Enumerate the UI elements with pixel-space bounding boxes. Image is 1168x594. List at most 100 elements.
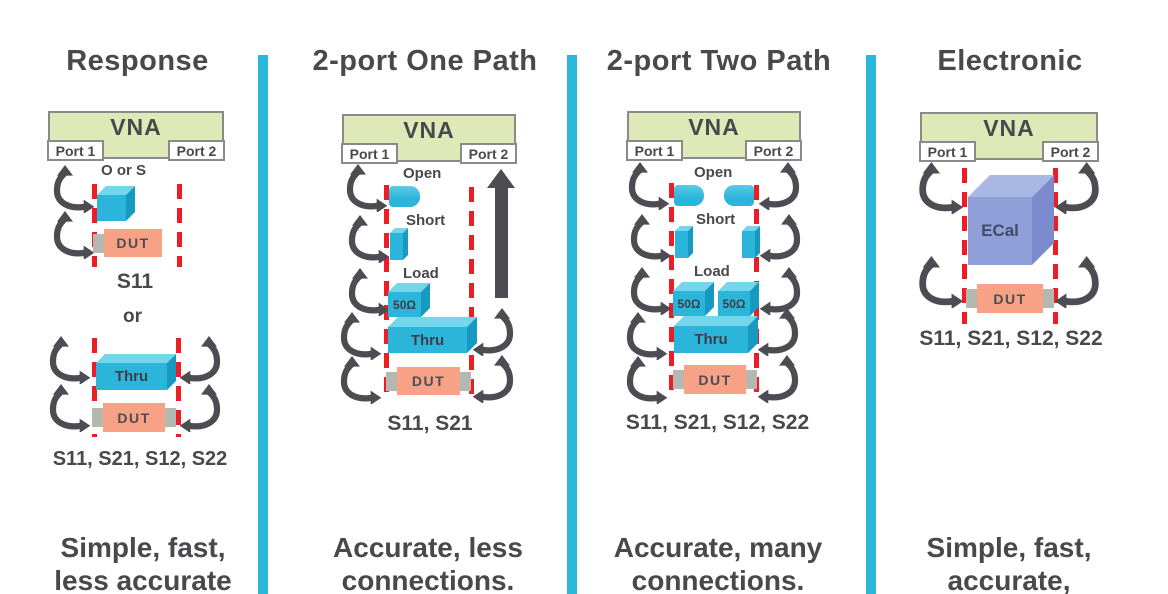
curved-arrow-icon xyxy=(919,162,964,214)
open-standard xyxy=(389,186,420,207)
open-label: Open xyxy=(694,164,733,181)
load-label: Load xyxy=(694,263,730,280)
sparams-result-label: S11, S21 xyxy=(387,412,473,435)
curved-arrow-icon xyxy=(757,308,799,356)
port1-box: Port 1 xyxy=(47,140,104,161)
open-short-label: O or S xyxy=(101,162,147,179)
column-title: Electronic xyxy=(937,45,1083,77)
curved-arrow-icon xyxy=(179,384,221,432)
port1-box: Port 1 xyxy=(919,141,976,162)
port2-label: Port 2 xyxy=(176,142,217,159)
short-label: Short xyxy=(406,212,446,229)
dut-device: DUT xyxy=(966,284,1054,313)
thru-standard: Thru xyxy=(674,326,748,353)
port2-box: Port 2 xyxy=(1042,141,1099,162)
open-short-standard-cube xyxy=(97,195,126,221)
thru-label: Thru xyxy=(114,368,149,385)
or-label: or xyxy=(123,306,142,327)
reference-plane-line xyxy=(469,187,474,401)
reference-plane-line xyxy=(92,184,97,267)
curved-arrow-icon xyxy=(630,267,672,315)
s11-result-label: S11 xyxy=(116,270,154,293)
column-divider xyxy=(866,55,876,594)
column-title: 2-port Two Path xyxy=(606,45,832,77)
reference-plane-line xyxy=(962,168,967,324)
port1-box: Port 1 xyxy=(626,140,683,161)
curved-arrow-icon xyxy=(472,308,514,356)
load-value-label: 50Ω xyxy=(393,297,416,312)
curved-arrow-icon xyxy=(53,211,95,259)
curved-arrow-icon xyxy=(340,312,382,360)
port2-label: Port 2 xyxy=(468,145,509,162)
curved-arrow-icon xyxy=(628,162,670,210)
load-value-label: 50Ω xyxy=(722,296,746,311)
column-divider xyxy=(567,55,577,594)
curved-arrow-icon xyxy=(348,268,390,316)
curved-arrow-icon xyxy=(53,165,95,213)
curved-arrow-icon xyxy=(759,214,801,262)
curved-arrow-icon xyxy=(626,312,668,360)
curved-arrow-icon xyxy=(179,336,221,384)
vna-box: VNA Port 1 Port 2 xyxy=(626,111,802,161)
curved-arrow-icon xyxy=(346,164,388,212)
short-standard xyxy=(390,233,403,260)
curved-arrow-icon xyxy=(919,256,964,308)
port2-box: Port 2 xyxy=(168,140,225,161)
curved-arrow-icon xyxy=(1054,256,1099,308)
curved-arrow-icon xyxy=(340,356,382,404)
curved-arrow-icon xyxy=(758,162,800,210)
reference-plane-line xyxy=(177,184,182,267)
port2-box: Port 2 xyxy=(745,140,802,161)
reference-plane-line xyxy=(1053,168,1058,324)
caption-line1: Simple, fast, xyxy=(926,532,1092,563)
caption-line2: less accurate xyxy=(54,565,232,594)
load-standard-cube: 50Ω xyxy=(718,291,750,316)
reference-plane-line xyxy=(176,338,181,437)
reference-plane-line xyxy=(669,183,674,398)
caption-line1: Accurate, less xyxy=(333,532,523,563)
port2-box: Port 2 xyxy=(460,143,517,164)
curved-arrow-icon xyxy=(626,356,668,404)
vna-label: VNA xyxy=(688,114,740,140)
vna-box: VNA Port 1 Port 2 xyxy=(919,112,1099,162)
reference-plane-line xyxy=(384,185,389,401)
port1-label: Port 1 xyxy=(634,142,675,159)
ecal-module: ECal xyxy=(968,197,1032,265)
vna-box: VNA Port 1 Port 2 xyxy=(47,111,225,161)
thru-label: Thru xyxy=(410,331,445,349)
thru-standard: Thru xyxy=(96,363,167,390)
vna-box: VNA Port 1 Port 2 xyxy=(341,114,517,164)
caption-line2: accurate, xyxy=(947,565,1071,594)
port1-label: Port 1 xyxy=(55,142,96,159)
load-label: Load xyxy=(403,265,439,282)
port1-box: Port 1 xyxy=(341,143,398,164)
vna-label: VNA xyxy=(983,115,1035,141)
caption-line2: connections. xyxy=(341,565,515,594)
load-value-label: 50Ω xyxy=(677,296,701,311)
short-label: Short xyxy=(696,211,736,228)
caption-line1: Simple, fast, xyxy=(60,532,226,563)
column-divider xyxy=(258,55,268,594)
vna-label: VNA xyxy=(403,117,455,143)
dut-device: DUT xyxy=(386,367,471,395)
dut-device: DUT xyxy=(92,403,176,432)
port2-label: Port 2 xyxy=(753,142,794,159)
curved-arrow-icon xyxy=(759,267,801,315)
load-standard-cube: 50Ω xyxy=(388,292,421,317)
thru-standard: Thru xyxy=(388,327,467,353)
column-title: 2-port One Path xyxy=(312,45,538,77)
port2-label: Port 2 xyxy=(1050,143,1091,160)
short-standard xyxy=(742,231,755,258)
open-standard xyxy=(674,185,704,206)
vna-label: VNA xyxy=(110,114,162,140)
ecal-label: ECal xyxy=(981,221,1019,240)
caption-line1: Accurate, many xyxy=(613,532,823,563)
sparams-result-label: S11, S21, S12, S22 xyxy=(52,448,228,470)
curved-arrow-icon xyxy=(472,355,514,403)
sparams-result-label: S11, S21, S12, S22 xyxy=(919,327,1103,350)
thru-label: Thru xyxy=(694,331,728,348)
short-standard xyxy=(675,231,688,258)
open-label: Open xyxy=(403,165,442,182)
column-title: Response xyxy=(66,45,209,77)
